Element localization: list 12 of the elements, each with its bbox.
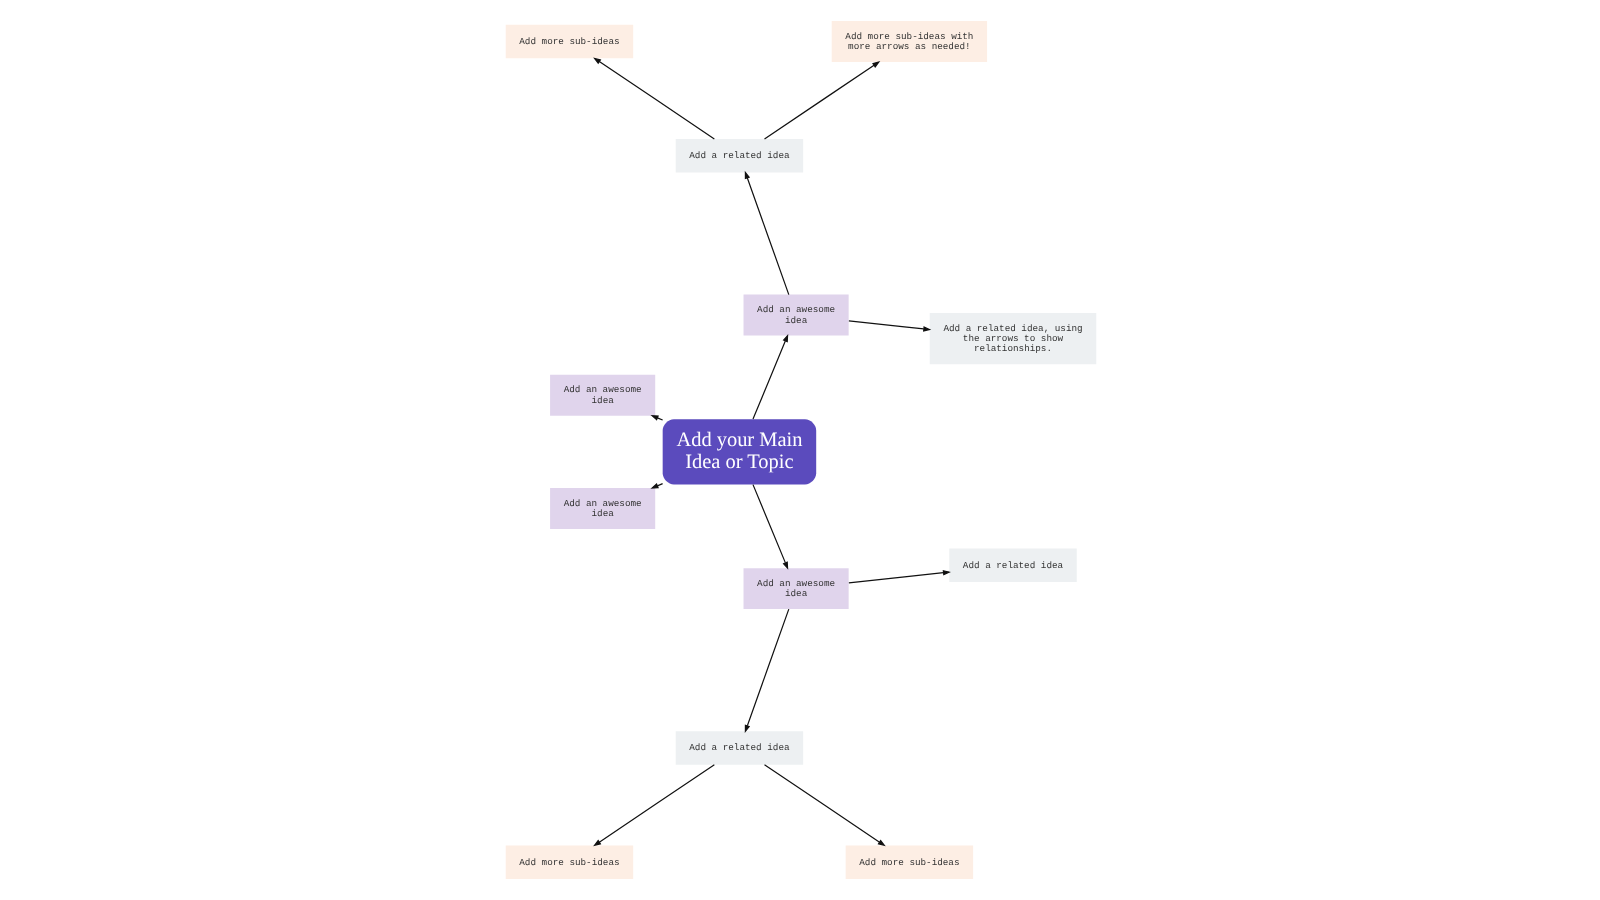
node-box: Add your Main Idea or Topic [661,419,816,485]
arrow [592,764,714,847]
arrow [847,569,950,584]
arrow [649,483,663,489]
arrow [762,764,885,847]
arrow [762,61,880,140]
arrow [743,608,789,733]
arrow [592,57,714,140]
arrow [751,484,788,570]
arrow [847,320,931,332]
arrow [743,170,789,296]
arrow [751,334,788,420]
